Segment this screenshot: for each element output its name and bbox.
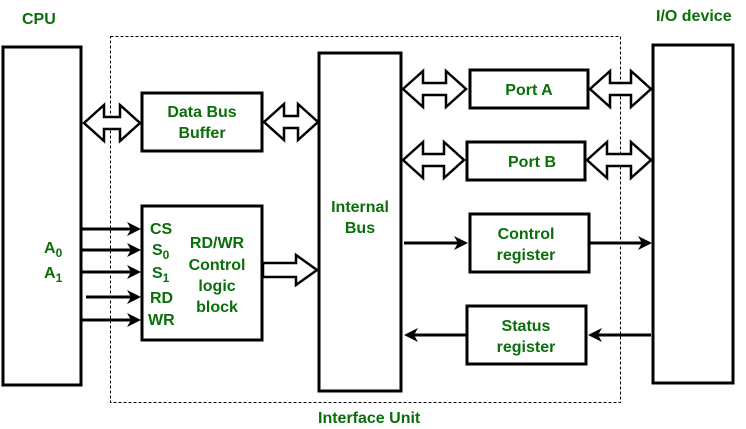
address-line-a0: A0 [44,240,63,260]
control-to-internal-bus-arrow [261,252,320,288]
internal-bus-label-line1: Internal [331,199,389,216]
signal-arrow-s1 [82,265,141,279]
data-bus-buffer-box [140,91,264,153]
buffer-internal-bus-arrow [262,101,320,143]
status-register-block: Status register [465,304,588,366]
internal-bus-to-control-register-arrow [404,236,468,250]
port-a-label: Port A [505,82,553,99]
signal-arrow-rd [86,290,141,304]
data-bus-buffer-label-line2: Buffer [178,125,225,142]
signal-s0: S0 [152,242,170,262]
control-register-label-line1: Control [498,226,555,243]
status-register-label-line1: Status [502,318,551,335]
internal-bus-box [317,51,403,393]
signal-s1: S1 [152,265,170,285]
io-device-box [651,43,735,385]
control-logic-label-line2: Control [189,257,246,274]
signal-arrow-wr [82,313,141,327]
signal-arrows [82,222,141,327]
control-register-box [468,212,591,274]
internal-bus-port-b-arrow [401,139,466,181]
port-a-block: Port A [468,68,590,110]
signal-rd: RD [150,290,173,307]
signal-wr: WR [148,312,175,329]
port-b-block: Port B [465,140,587,182]
interface-unit-label: Interface Unit [318,410,421,427]
cpu-block: A0 A1 [1,45,83,387]
internal-bus-block: Internal Bus [317,51,403,393]
status-register-to-internal-bus-arrow [404,328,466,342]
status-register-label-line2: register [497,339,556,356]
internal-bus-label-line2: Bus [345,220,375,237]
io-device-label: I/O device [656,8,732,25]
control-logic-label-line3: logic [198,278,235,295]
control-register-block: Control register [468,212,591,274]
signal-arrow-cs [82,222,141,236]
data-bus-buffer-block: Data Bus Buffer [140,91,264,153]
control-register-label-line2: register [497,247,556,264]
control-logic-box [140,204,264,342]
signal-arrow-s0 [82,243,141,257]
port-b-label: Port B [508,154,556,171]
control-logic-block: CS S0 S1 RD WR RD/WR Control logic block [140,204,264,342]
data-bus-buffer-label-line1: Data Bus [167,104,236,121]
control-logic-label-line1: RD/WR [190,235,245,252]
control-register-to-io-arrow [590,236,652,250]
signal-cs: CS [150,221,173,238]
cpu-label: CPU [22,11,56,28]
port-b-io-arrow [585,139,653,181]
cpu-box [1,45,83,387]
interface-unit-boundary [110,36,621,403]
port-a-box [468,68,590,110]
internal-bus-port-a-arrow [401,68,468,110]
port-b-box [465,140,587,182]
cpu-data-bus-arrow [82,102,142,144]
control-logic-label-line4: block [196,299,238,316]
bus-arrows [82,68,653,181]
io-to-status-register-arrow [588,328,651,342]
port-a-io-arrow [588,68,653,110]
status-register-box [465,304,588,366]
address-line-a1: A1 [44,265,63,285]
